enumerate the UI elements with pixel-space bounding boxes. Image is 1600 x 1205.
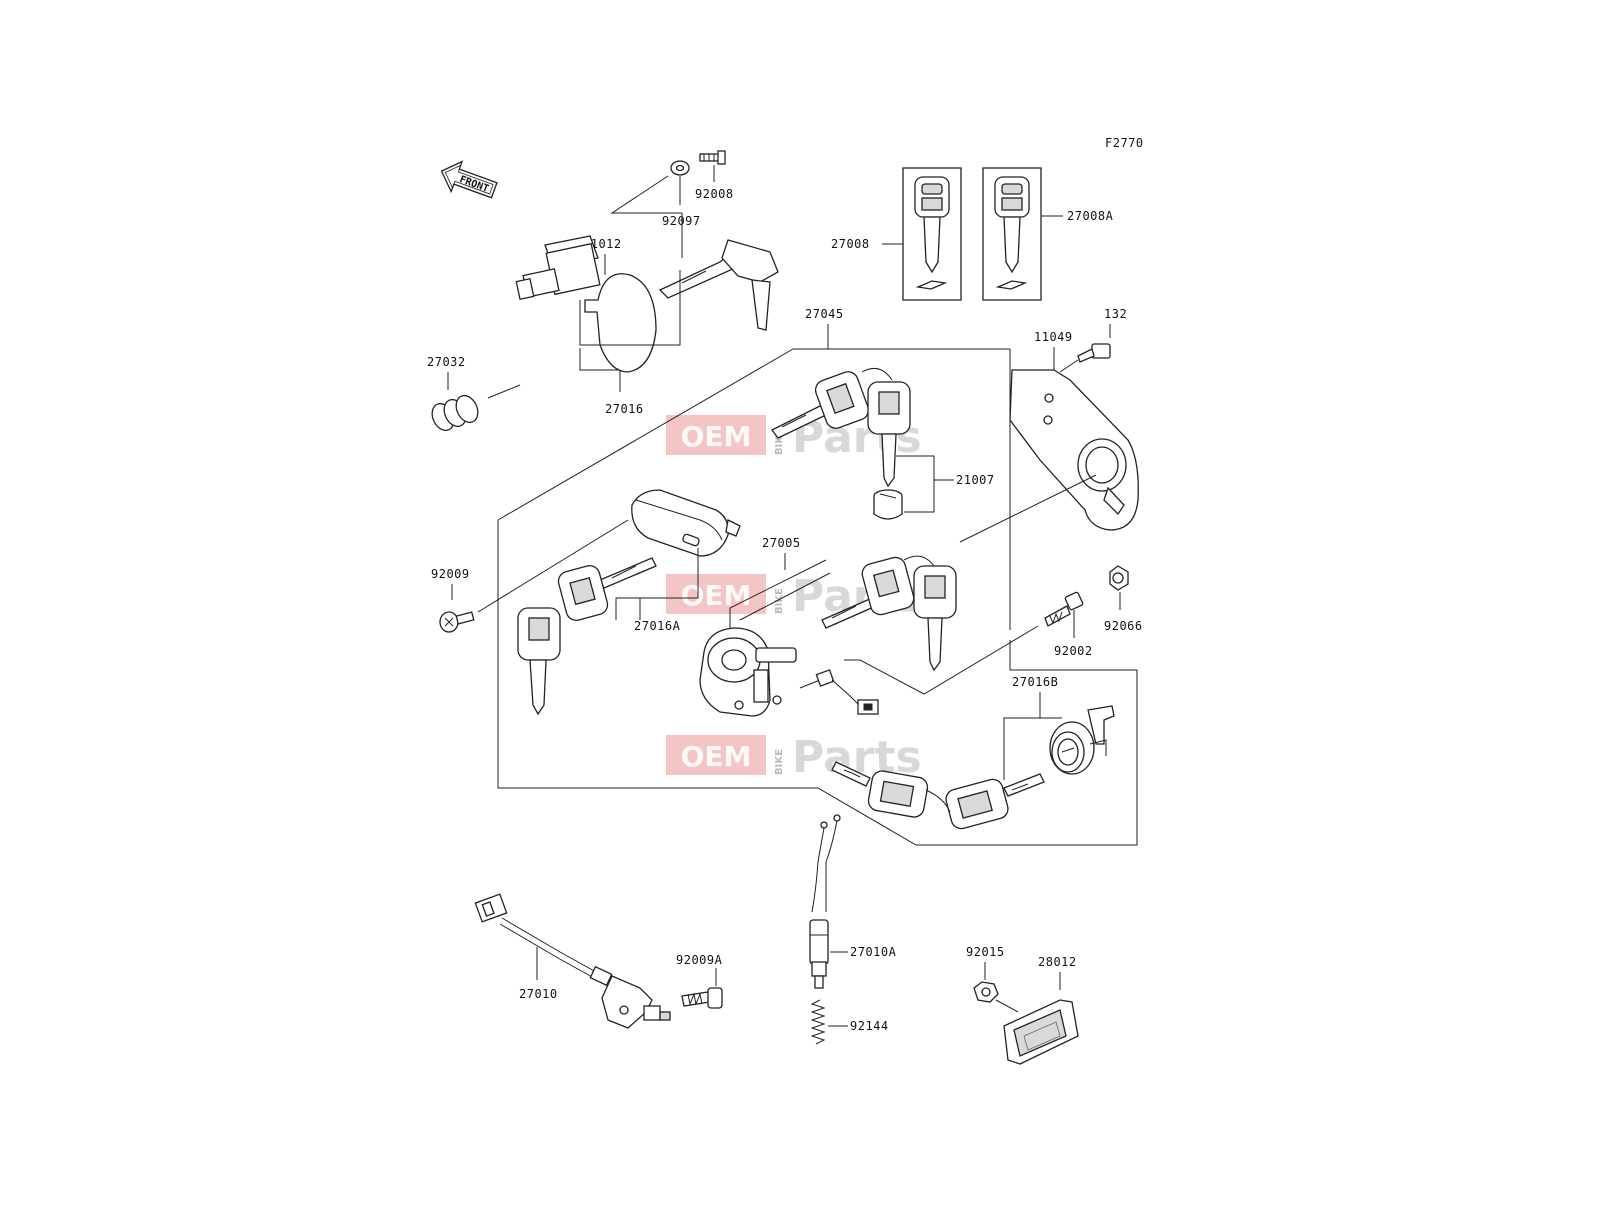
cap-21007 — [873, 489, 903, 520]
bolt-92002 — [1044, 591, 1084, 627]
key-pair-27016B — [831, 761, 1045, 830]
spring-27032 — [431, 394, 479, 432]
label-92009: 92009 — [431, 567, 470, 581]
cap-92066 — [1109, 565, 1129, 610]
lock-27016B — [1049, 705, 1115, 775]
label-92008: 92008 — [695, 187, 734, 201]
figure-code: F2770 — [1105, 136, 1144, 150]
watermark-left-text: OEM — [681, 420, 752, 453]
label-92009A: 92009A — [676, 953, 723, 967]
kit-27045-outline — [497, 348, 1011, 630]
watermark-middle-text: BIKE — [774, 429, 785, 455]
bracket-11049 — [1009, 369, 1139, 531]
spring-92144 — [810, 999, 826, 1045]
label-27045: 27045 — [805, 307, 844, 321]
label-27016A: 27016A — [634, 619, 681, 633]
label-92066: 92066 — [1104, 619, 1143, 633]
label-27008A: 27008A — [1067, 209, 1114, 223]
key-card-27008 — [902, 167, 962, 301]
key-card-27008A — [982, 167, 1042, 301]
bolt-92009A — [681, 987, 723, 1009]
watermark-middle-text: BIKE — [774, 588, 785, 614]
label-27032: 27032 — [427, 355, 466, 369]
washer-92097 — [670, 160, 690, 205]
bolt-92008 — [699, 150, 726, 182]
label-92002: 92002 — [1054, 644, 1093, 658]
ignition-switch-27005 — [699, 627, 797, 717]
watermark-middle-text: BIKE — [774, 749, 785, 775]
switch-27010 — [474, 893, 671, 1029]
screw-92009 — [439, 611, 475, 633]
key-pair-27016A — [517, 557, 657, 716]
label-92097: 92097 — [662, 214, 701, 228]
connector-27005 — [799, 669, 879, 715]
key-pair-27005 — [821, 555, 957, 672]
label-21007: 21007 — [956, 473, 995, 487]
label-11049: 11049 — [1034, 330, 1073, 344]
bolt-132 — [1077, 343, 1111, 363]
seat-lock-27016A — [631, 489, 741, 557]
watermark-left-text: OEM — [681, 579, 752, 612]
label-27016B: 27016B — [1012, 675, 1058, 689]
label-27008: 27008 — [831, 237, 870, 251]
nut-92015 — [973, 981, 999, 1003]
label-92144: 92144 — [850, 1019, 889, 1033]
key-pair-top — [771, 367, 911, 488]
label-92015: 92015 — [966, 945, 1005, 959]
label-27016: 27016 — [605, 402, 644, 416]
key-27016 — [658, 239, 779, 331]
reflector-28012 — [1003, 999, 1079, 1065]
label-132: 132 — [1104, 307, 1127, 321]
label-28012: 28012 — [1038, 955, 1077, 969]
front-arrow-icon: FRONT — [440, 160, 498, 199]
label-27010A: 27010A — [850, 945, 897, 959]
label-27005: 27005 — [762, 536, 801, 550]
switch-27010A — [809, 814, 841, 989]
label-27010: 27010 — [519, 987, 558, 1001]
watermark-left-text: OEM — [681, 740, 752, 773]
lock-cylinder-27016 — [515, 235, 601, 301]
plate-11012 — [584, 273, 657, 373]
